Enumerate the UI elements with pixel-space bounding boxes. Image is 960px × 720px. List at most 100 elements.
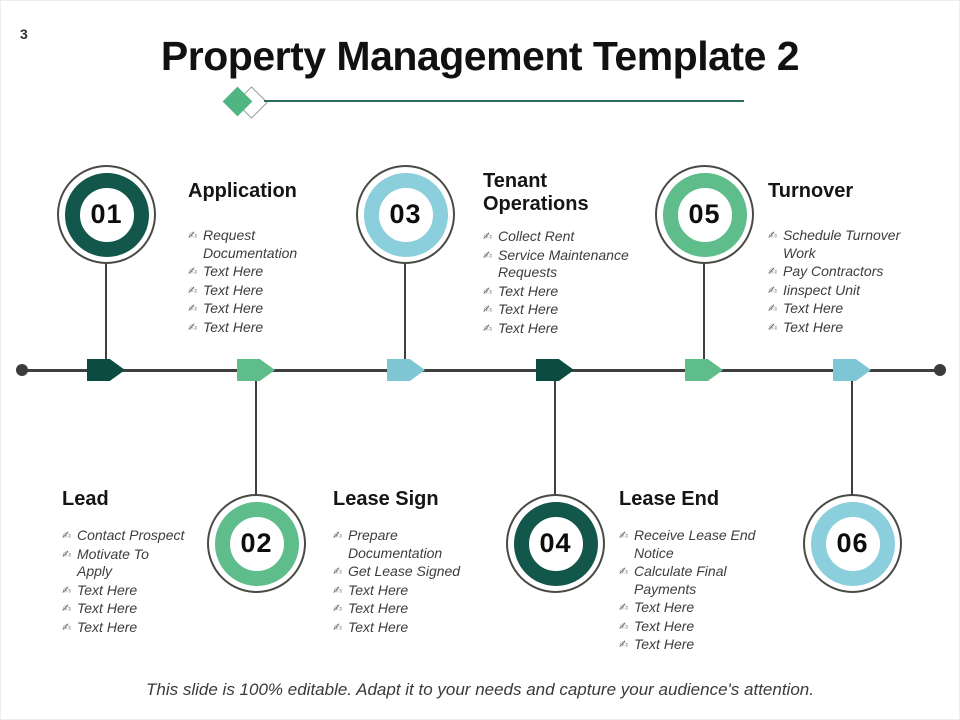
circle-ring: 06 — [810, 501, 895, 586]
bullet-item: ✍Text Here — [619, 636, 789, 654]
step-title: Lease Sign — [333, 488, 439, 510]
bullet-text: Prepare Documentation — [348, 527, 443, 561]
writing-hand-icon: ✍ — [619, 638, 629, 651]
timeline-start-dot — [16, 364, 28, 376]
timeline-arrow-icon — [237, 359, 275, 381]
bullet-text: Pay Contractors — [783, 263, 884, 279]
writing-hand-icon: ✍ — [188, 302, 198, 315]
page-number: 3 — [20, 26, 28, 42]
writing-hand-icon: ✍ — [483, 321, 493, 335]
bullet-item: ✍ Text Here — [483, 320, 653, 338]
bullet-text: Text Here — [77, 600, 138, 616]
bullet-text: Receive Lease End Notice — [634, 527, 756, 561]
bullet-text: Text Here — [348, 581, 409, 598]
writing-hand-icon: ✍ — [188, 283, 198, 297]
bullet-item: ✍Text Here — [768, 300, 938, 318]
bullet-item: ✍Iinspect Unit — [768, 282, 938, 300]
writing-hand-icon: ✍ — [768, 229, 778, 242]
timeline-arrow-icon — [387, 359, 425, 381]
bullet-item: ✍ Service Maintenance Requests — [483, 247, 653, 282]
writing-hand-icon: ✍ — [62, 602, 72, 615]
bullet-item: ✍ Prepare Documentation — [333, 527, 493, 562]
step-circle-01: 01 — [57, 165, 156, 264]
connector-step-01 — [105, 263, 107, 369]
step-title: Turnover — [768, 180, 854, 202]
timeline-arrow-icon — [685, 359, 723, 381]
circle-ring: 05 — [662, 172, 747, 257]
bullet-list: ✍Schedule Turnover Work ✍Pay Contractors… — [768, 227, 938, 336]
step-textblock-lead: Lead ✍Contact Prospect ✍Motivate To Appl… — [62, 488, 212, 637]
bullet-text: Text Here — [348, 618, 409, 635]
bullet-list: ✍ Collect Rent ✍ Service Maintenance Reque… — [483, 228, 653, 337]
step-circle-02: 02 — [207, 494, 306, 593]
writing-hand-icon: ✍ — [333, 583, 343, 597]
bullet-list: ✍Request Documentation ✍Text Here ✍Text … — [188, 227, 358, 336]
bullet-text: Collect Rent — [498, 228, 575, 244]
step-circle-06: 06 — [803, 494, 902, 593]
bullet-item: ✍Contact Prospect — [62, 527, 212, 545]
writing-hand-icon: ✍ — [62, 529, 72, 542]
step-title: Tenant Operations — [483, 170, 589, 215]
writing-hand-icon: ✍ — [619, 601, 629, 614]
writing-hand-icon: ✍ — [333, 529, 343, 542]
bullet-item: ✍Get Lease Signed — [333, 563, 493, 581]
step-circle-04: 04 — [506, 494, 605, 593]
bullet-item: ✍Text Here — [188, 282, 358, 300]
circle-ring: 01 — [64, 172, 149, 257]
timeline-arrow-icon — [536, 359, 574, 381]
connector-step-06 — [851, 372, 853, 496]
circle-number: 02 — [240, 528, 273, 558]
bullet-item: ✍Text Here — [619, 618, 789, 636]
writing-hand-icon: ✍ — [188, 265, 198, 278]
bullet-text: Schedule Turnover Work — [783, 227, 901, 261]
bullet-item: ✍ Text Here — [62, 600, 212, 618]
bullet-item: ✍ Text Here — [333, 582, 493, 600]
circle-number: 05 — [688, 199, 721, 229]
bullet-item: ✍ Text Here — [188, 263, 358, 281]
bullet-text: Request Documentation — [203, 227, 298, 261]
step-textblock-lease-end: Lease End ✍ Receive Lease End Notice ✍Cal… — [619, 488, 789, 655]
bullet-item: ✍ Schedule Turnover Work — [768, 227, 938, 262]
step-textblock-lease-sign: Lease Sign ✍ Prepare Documentation ✍Get L… — [333, 488, 493, 637]
bullet-text: Service Maintenance Requests — [498, 246, 629, 281]
connector-step-03 — [404, 263, 406, 369]
circle-number: 06 — [836, 528, 869, 558]
writing-hand-icon: ✍ — [483, 284, 493, 298]
bullet-text: Text Here — [77, 618, 138, 635]
bullet-item: ✍Text Here — [768, 319, 938, 337]
timeline-line — [22, 369, 940, 372]
bullet-item: ✍Text Here — [483, 283, 653, 301]
step-title: Lease End — [619, 488, 720, 510]
circle-number: 01 — [90, 199, 123, 229]
bullet-item: ✍Pay Contractors — [768, 263, 938, 281]
step-title: Application — [188, 180, 297, 202]
writing-hand-icon: ✍ — [333, 620, 343, 634]
bullet-text: Motivate To Apply — [77, 545, 149, 580]
writing-hand-icon: ✍ — [62, 620, 72, 634]
writing-hand-icon: ✍ — [619, 529, 629, 542]
writing-hand-icon: ✍ — [483, 230, 493, 243]
timeline-arrow-icon — [833, 359, 871, 381]
bullet-item: ✍Text Here — [188, 300, 358, 318]
bullet-list: ✍ Receive Lease End Notice ✍Calculate Fin… — [619, 527, 789, 654]
step-textblock-application: Application ✍ Request Documentation ✍ Text… — [188, 180, 358, 337]
writing-hand-icon: ✍ — [483, 303, 493, 316]
bullet-text: Text Here — [203, 263, 264, 279]
writing-hand-icon: ✍ — [768, 302, 778, 315]
writing-hand-icon: ✍ — [619, 619, 629, 633]
writing-hand-icon: ✍ — [483, 248, 493, 262]
circle-ring: 02 — [214, 501, 299, 586]
step-title: Lead — [62, 488, 109, 510]
writing-hand-icon: ✍ — [768, 320, 778, 334]
connector-step-04 — [554, 372, 556, 496]
bullet-item: ✍Motivate To Apply — [62, 546, 212, 581]
circle-ring: 03 — [363, 172, 448, 257]
bullet-text: Text Here — [634, 599, 695, 615]
bullet-text: Text Here — [77, 581, 138, 598]
connector-step-05 — [703, 263, 705, 369]
bullet-text: Text Here — [498, 301, 559, 317]
bullet-text: Text Here — [498, 319, 559, 336]
bullet-item: ✍Calculate Final Payments — [619, 563, 789, 598]
step-circle-05: 05 — [655, 165, 754, 264]
title-underline — [264, 100, 744, 102]
